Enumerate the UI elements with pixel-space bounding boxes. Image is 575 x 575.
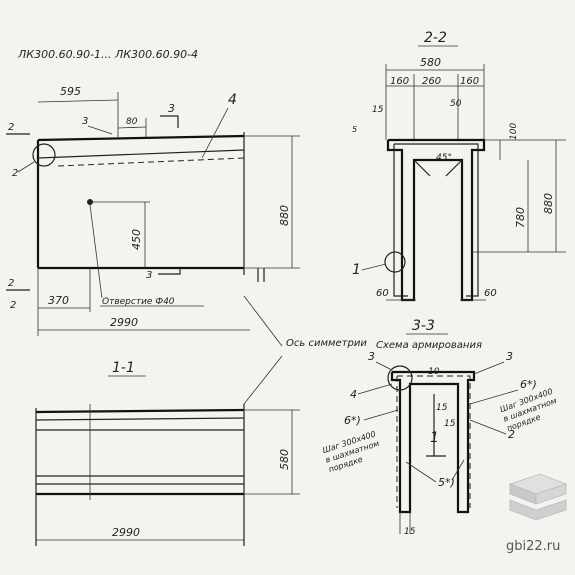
s33-marker-1: 1: [430, 430, 439, 446]
section-mark-2-bottom: 2: [8, 278, 14, 289]
s22-dim-60b: 60: [484, 288, 497, 299]
marker-4: 4: [228, 92, 237, 108]
dim-595: 595: [60, 85, 81, 98]
s33-dim-15a: 15: [436, 403, 448, 413]
s22-dim-50: 50: [450, 99, 462, 109]
section-mark-3-top: 3: [168, 102, 175, 115]
s22-dim-60a: 60: [376, 288, 389, 299]
s22-marker-1: 1: [352, 262, 361, 278]
s22-dim-160b: 160: [460, 76, 479, 87]
marker-3-top: 3: [82, 116, 88, 127]
s33-detail-circle: [387, 365, 413, 391]
s22-detail-circle: [384, 251, 406, 273]
dim-880: 880: [278, 205, 291, 226]
s33-marker-6a: 6*): [344, 414, 361, 427]
s11-top-inner: [35, 417, 245, 421]
leader-4: [201, 107, 229, 159]
section-3-3-title: 3-3: [412, 318, 435, 334]
s33-rebar-right: [397, 375, 471, 508]
s33-dim-10: 10: [428, 367, 440, 377]
s22-chamfer-left: [413, 159, 431, 177]
dim-450: 450: [130, 229, 143, 250]
s33-leader-4: [357, 383, 393, 395]
symmetry-axis: Ось симметрии: [243, 295, 367, 405]
slab-icon-lower: [509, 499, 567, 521]
slab-icon-side-b: [535, 483, 567, 505]
dim-370: 370: [48, 294, 69, 307]
s33-marker-5: 5*): [438, 476, 455, 489]
section-2-2-title: 2-2: [424, 30, 447, 46]
axis-leader-top: [243, 295, 283, 347]
section-arrow-3-top: [160, 115, 179, 128]
s22-leader-1: [361, 263, 387, 271]
dim-80: 80: [126, 117, 138, 127]
s11-dim-2990: 2990: [112, 526, 140, 539]
s33-marker-4: 4: [350, 388, 357, 401]
s33-dim-15b: 15: [444, 419, 456, 429]
s33-marker-2: 2: [508, 428, 515, 441]
dim-2990-top: 2990: [110, 316, 138, 329]
s33-marker-6b: 6*): [520, 378, 537, 391]
s22-rebar-left: [393, 144, 408, 297]
dim-line-80: [117, 126, 147, 129]
elevation-hidden-line: [57, 157, 245, 167]
dim-line-595: [37, 99, 119, 103]
s11-dim-580: 580: [278, 449, 291, 470]
s33-dim-15-bottom: 15: [404, 527, 416, 537]
s22-profile: [386, 138, 486, 302]
s22-dim-260: 260: [422, 76, 441, 87]
axis-label: Ось симметрии: [286, 338, 367, 349]
s22-dim-15: 15: [372, 105, 384, 115]
elevation-top-inner: [37, 149, 245, 159]
s33-note-left: Шаг 300х400 в шахматном порядке: [321, 429, 380, 474]
s33-leader-5a: [405, 461, 437, 483]
marker-2-circle: 2: [12, 168, 18, 179]
watermark-text: gbi22.ru: [506, 539, 560, 554]
section-mark-2-top: 2: [8, 122, 14, 133]
elevation-view: 595 80 3 3 4 2 2 450 Отверстие Ф40 3 880: [6, 85, 300, 336]
section-2-2: 2-2 580 160 260 160 50 15 5 45° 1 100 78…: [352, 30, 566, 302]
marker-2-bottom: 2: [10, 300, 16, 311]
axis-leader-bottom: [243, 355, 283, 405]
s33-leader-6a: [363, 409, 399, 421]
s33-profile: [390, 370, 476, 514]
section-3-3-subtitle: Схема армирования: [376, 340, 482, 351]
hole-leader: [89, 204, 103, 299]
elevation-top-edge: [37, 134, 245, 142]
s33-leader-3a: [375, 361, 393, 371]
section-3-3: 3-3 Схема армирования 3 3 4 6*) 6*) 1 2 …: [321, 318, 558, 537]
section-mark-3-bottom: 3: [146, 270, 152, 281]
s33-marker-3b: 3: [506, 350, 513, 363]
hole-label: Отверстие Ф40: [102, 297, 175, 307]
s22-dim-880: 880: [542, 193, 555, 214]
section-1-1: 1-1 580 2990: [35, 360, 300, 546]
s33-leader-5b: [451, 459, 465, 481]
s22-dim-5: 5: [352, 125, 357, 134]
drawing-title: ЛК300.60.90-1... ЛК300.60.90-4: [17, 48, 198, 61]
s22-dim-780: 780: [514, 207, 527, 228]
s11-top: [35, 408, 245, 414]
s22-dim-580: 580: [420, 56, 441, 69]
s33-marker-3a: 3: [368, 350, 375, 363]
s22-dim-100: 100: [509, 123, 519, 140]
s22-angle: 45°: [436, 153, 452, 163]
section-1-1-title: 1-1: [112, 360, 135, 376]
section-arrow-3-bottom: [158, 268, 181, 275]
watermark-logo: gbi22.ru: [506, 473, 568, 554]
s22-rebar-right: [394, 143, 479, 297]
leader-3-top: [87, 125, 113, 135]
s22-dim-160a: 160: [390, 76, 409, 87]
s33-leader-3b: [473, 361, 505, 375]
s33-leader-2: [469, 419, 507, 435]
s33-leader-6b: [469, 389, 519, 405]
leader-2-circle: [17, 161, 35, 173]
s33-note-right: Шаг 300х400 в шахматном порядке: [499, 387, 558, 433]
detail-circle: [32, 143, 56, 167]
s22-chamfer-right: [445, 159, 463, 177]
